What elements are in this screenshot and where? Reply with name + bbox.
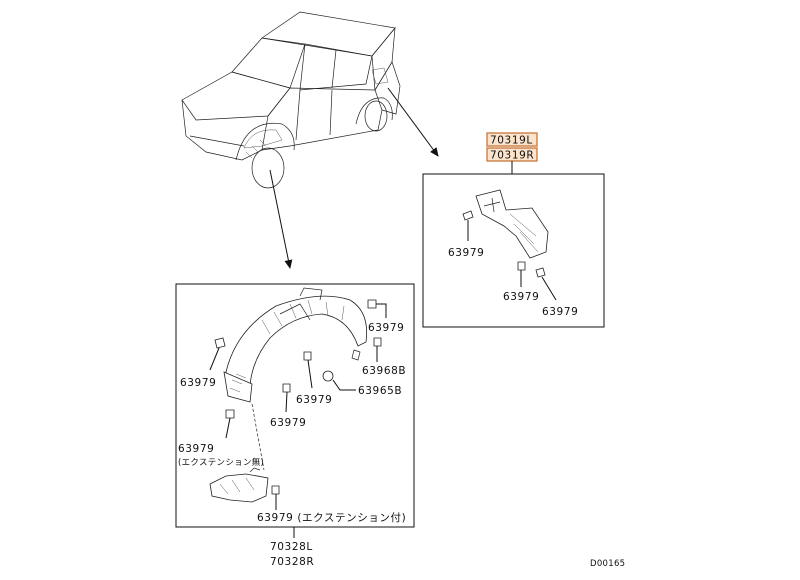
front-liner-extension bbox=[209, 473, 269, 503]
front-clip-no-extension-label-text: 63979 bbox=[178, 443, 214, 455]
screw-63968b-label: 63968B bbox=[362, 365, 406, 377]
screw-63965b-label: 63965B bbox=[358, 385, 402, 397]
front-liner-left-label: 70328L bbox=[270, 541, 313, 553]
front-clip-with-extension bbox=[271, 485, 280, 510]
front-liner-part bbox=[225, 295, 368, 399]
arrow-to-front-liner bbox=[269, 169, 293, 269]
front-clip-lower-label: 63979 bbox=[270, 417, 306, 429]
vehicle-illustration bbox=[181, 11, 401, 189]
screw-63968b bbox=[373, 337, 382, 362]
rear-clip-1-label: 63979 bbox=[448, 247, 484, 259]
rear-liner-right-label: 70319R bbox=[490, 150, 534, 162]
front-clip-no-extension-label: 63979 (エクステンション無) bbox=[178, 443, 264, 468]
rear-clip-2 bbox=[517, 261, 526, 287]
front-liner-detail: 63979 63979 63968B 63965B 63979 bbox=[175, 283, 415, 568]
front-liner-right-label: 70328R bbox=[270, 556, 314, 568]
front-clip-center bbox=[303, 351, 313, 389]
rear-liner-left-label: 70319L bbox=[490, 135, 533, 147]
front-clip-no-extension bbox=[225, 409, 235, 439]
front-clip-with-extension-label: 63979 (エクステンション付) bbox=[257, 511, 406, 524]
screw-63965b bbox=[322, 370, 356, 391]
front-clip-left bbox=[209, 337, 226, 371]
front-detail-frame bbox=[175, 283, 415, 528]
rear-clip-1 bbox=[462, 210, 474, 241]
rear-clip-2-label: 63979 bbox=[503, 291, 539, 303]
rear-liner-left-highlight bbox=[486, 132, 538, 147]
rear-liner-detail: 70319L 70319R 63979 63979 63979 bbox=[422, 132, 605, 328]
rear-liner-part bbox=[475, 189, 549, 259]
diagram-code: D00165 bbox=[590, 559, 625, 569]
rear-clip-3-label: 63979 bbox=[542, 306, 578, 318]
front-clip-center-label: 63979 bbox=[296, 394, 332, 406]
front-clip-top bbox=[367, 299, 387, 318]
front-clip-top-label: 63979 bbox=[368, 322, 404, 334]
front-clip-no-extension-note: (エクステンション無) bbox=[178, 457, 264, 468]
front-clip-lower bbox=[282, 383, 291, 413]
arrow-to-rear-liner bbox=[387, 87, 439, 157]
rear-clip-3 bbox=[535, 267, 557, 301]
front-clip-left-label: 63979 bbox=[180, 377, 216, 389]
rear-detail-frame bbox=[422, 173, 605, 328]
